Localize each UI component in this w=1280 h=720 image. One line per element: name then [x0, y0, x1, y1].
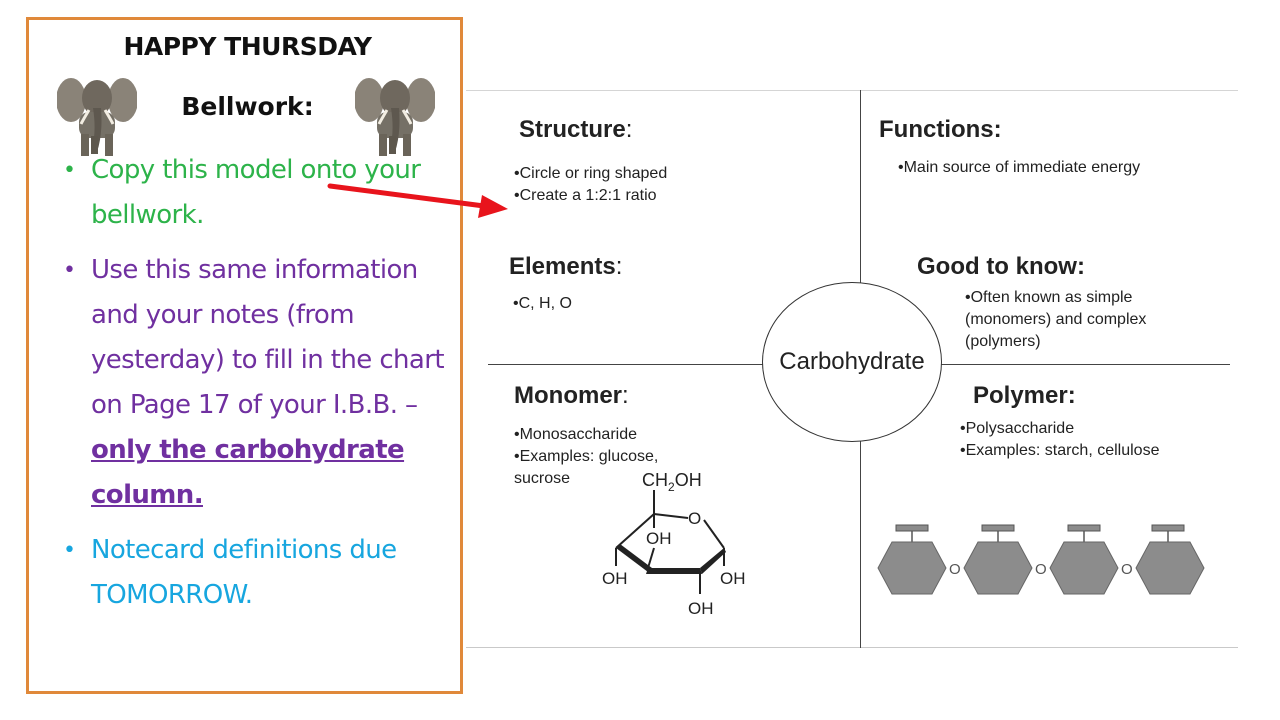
bullet-icon: •: [63, 258, 76, 283]
instruction-notecards: • Notecard definitions due TOMORROW.: [61, 528, 461, 618]
center-label: Carbohydrate: [779, 348, 925, 375]
bellwork-instructions: • Copy this model onto your bellwork. • …: [61, 148, 461, 628]
elephant-image-left: [57, 78, 137, 156]
instruction-fill-chart: • Use this same information and your not…: [61, 248, 461, 518]
ch2oh-label: CH2OH: [642, 470, 702, 494]
glycosidic-link-label: O: [1121, 561, 1133, 578]
functions-details: •Main source of immediate energy: [898, 159, 1141, 176]
instruction-copy-model: • Copy this model onto your bellwork.: [61, 148, 461, 238]
instruction-text: Use this same information and your notes…: [91, 255, 445, 420]
carbohydrate-center-circle: Carbohydrate: [762, 282, 942, 442]
polymer-chain-diagram: O O O: [877, 524, 1205, 595]
chart-top-border: [466, 90, 1238, 91]
bellwork-heading: Bellwork:: [181, 92, 314, 121]
oh-label: OH: [646, 529, 672, 548]
ring-oxygen-label: O: [688, 509, 701, 528]
bullet-icon: •: [63, 538, 76, 563]
monomer-heading: Monomer:: [514, 382, 629, 409]
elements-details: •C, H, O: [513, 295, 572, 312]
monomer-unit: [963, 524, 1033, 595]
functions-heading: Functions:: [879, 116, 1002, 143]
elephant-image-right: [355, 78, 435, 156]
structure-heading: Structure:: [519, 116, 633, 143]
good-to-know-details: •Often known as simple (monomers) and co…: [965, 289, 1147, 350]
elements-heading: Elements:: [509, 253, 623, 280]
glucose-structure-diagram: CH2OH O OH OH OH OH: [602, 470, 746, 618]
oh-label: OH: [688, 599, 714, 618]
red-arrow-icon: [327, 183, 508, 218]
bellwork-panel: HAPPY THURSDAY Bellwork: • Copy this mod…: [26, 17, 463, 694]
oh-label: OH: [720, 569, 746, 588]
oh-label: OH: [602, 569, 628, 588]
monomer-unit: [1049, 524, 1119, 595]
bullet-icon: •: [63, 158, 76, 183]
greeting-title: HAPPY THURSDAY: [123, 32, 372, 61]
glycosidic-link-label: O: [949, 561, 961, 578]
structure-details: •Circle or ring shaped •Create a 1:2:1 r…: [514, 165, 668, 204]
polymer-heading: Polymer:: [973, 382, 1076, 409]
polymer-details: •Polysaccharide •Examples: starch, cellu…: [960, 420, 1160, 459]
instruction-text: Notecard definitions due TOMORROW.: [91, 535, 397, 610]
carbohydrate-chart: Structure: •Circle or ring shaped •Creat…: [466, 90, 1238, 650]
monomer-unit: [1135, 524, 1205, 595]
instruction-text: Copy this model onto your bellwork.: [91, 155, 421, 230]
chart-bottom-border: [466, 647, 1238, 648]
monomer-unit: [877, 524, 947, 595]
instruction-emphasis: only the carbohydrate column.: [91, 435, 405, 510]
glycosidic-link-label: O: [1035, 561, 1047, 578]
monomer-details: •Monosaccharide •Examples: glucose, sucr…: [514, 426, 659, 487]
good-to-know-heading: Good to know:: [917, 253, 1085, 280]
